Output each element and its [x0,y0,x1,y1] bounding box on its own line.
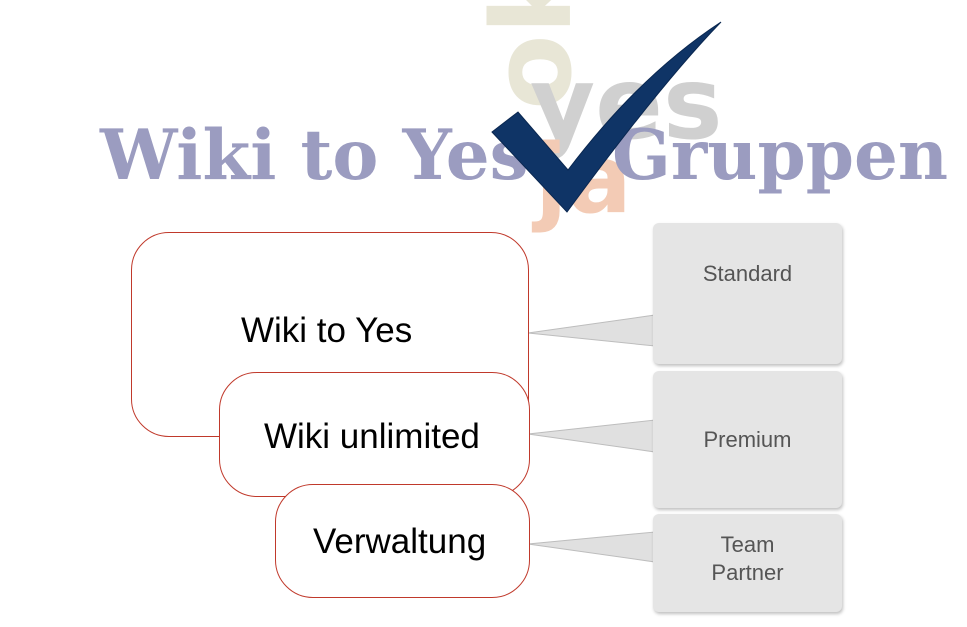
pointer-standard [527,314,656,347]
title-wiki-to-yes: Wiki to Yes [100,115,529,196]
logo-ok-text: ok [468,0,596,110]
callout-label-standard: Standard [702,260,793,286]
callout-standard: Standard [653,223,842,364]
callout-team-partner: Team Partner [653,514,842,612]
bubble-label-verwaltung: Verwaltung [313,522,487,561]
callout-premium: Premium [653,371,842,508]
title-gruppen: Gruppen [612,115,949,196]
bubble-wiki-unlimited [219,372,530,497]
callout-label-team-partner: Team Partner [711,532,784,585]
bubble-verwaltung [275,484,530,598]
pointer-premium [527,419,656,453]
bubble-label-wiki-unlimited: Wiki unlimited [264,417,480,456]
callout-label-premium: Premium [703,426,792,452]
pointer-team-partner [527,531,656,563]
bubble-label-wiki-to-yes: Wiki to Yes [241,311,413,350]
